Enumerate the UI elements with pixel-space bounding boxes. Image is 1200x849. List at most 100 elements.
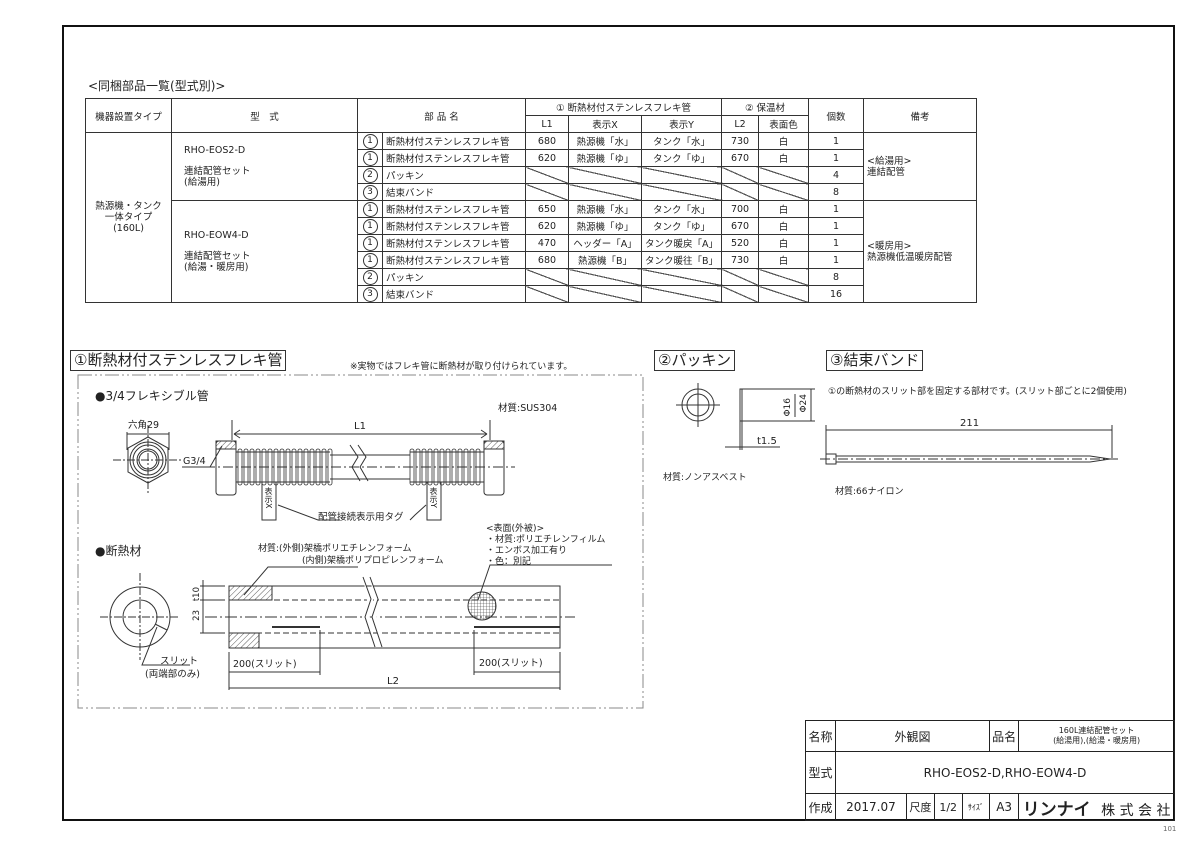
thread-label: G3/4 — [183, 456, 206, 467]
size-value: A3 — [989, 793, 1020, 821]
set-name: 連結配管セット (給湯・暖房用) — [184, 251, 251, 273]
part-number-badge: 1 — [362, 150, 378, 166]
name-label: 名称 — [805, 720, 836, 752]
part-number-badge: 2 — [362, 269, 378, 285]
slit-label: スリット — [160, 656, 199, 667]
tag-x: 表示X — [264, 487, 273, 509]
color-cell — [758, 268, 810, 286]
part-number-badge: 1 — [362, 218, 378, 234]
part-number-badge: 1 — [362, 252, 378, 268]
qty-cell: 16 — [808, 285, 865, 303]
part-number-badge: 2 — [362, 167, 378, 183]
x-cell — [568, 268, 642, 286]
tag-y: 表示Y — [429, 487, 438, 508]
section1-title: ①断熱材付ステンレスフレキ管 — [70, 350, 287, 371]
dim-t10: t10 — [192, 587, 202, 602]
model-number: RHO-EOS2-D — [184, 145, 246, 156]
set-name: 連結配管セット (給湯用) — [184, 166, 251, 188]
part-number-cell: 1 — [357, 251, 383, 269]
y-cell — [640, 183, 723, 201]
insul-heading: ●断熱材 — [95, 544, 142, 558]
packing-thickness: t1.5 — [757, 436, 777, 447]
product-value: 160L連結配管セット (給湯用),(給湯・暖房用) — [1018, 720, 1175, 752]
model-cell: RHO-EOW4-D 連結配管セット (給湯・暖房用) — [171, 200, 358, 303]
header-surface-color: 表面色 — [758, 115, 810, 133]
header-remarks: 備考 — [863, 98, 978, 133]
scale-label: 尺度 — [905, 793, 935, 821]
y-cell — [640, 268, 723, 286]
remarks-cell: <暖房用> 熱源機低温暖房配管 — [863, 200, 978, 303]
parts-list-title: <同梱部品一覧(型式別)> — [88, 79, 226, 93]
part-number-cell: 1 — [357, 149, 383, 167]
model-label: 型式 — [805, 751, 836, 794]
color-cell — [758, 166, 810, 184]
section3-title: ③結束バンド — [826, 350, 924, 371]
name-value: 外観図 — [834, 720, 991, 752]
company-suffix: 株 式 会 社 — [1101, 802, 1171, 819]
slit-right-dimension: 200(スリット) — [479, 658, 543, 669]
insul-material-inner: (内側)架橋ポリプロピレンフォーム — [302, 556, 444, 566]
title-block: 名称 外観図 品名 160L連結配管セット (給湯用),(給湯・暖房用) 型式 … — [805, 720, 1176, 821]
scale-value: 1/2 — [933, 793, 963, 821]
install-type-cell: 熱源機・タンク 一体タイプ (160L) — [85, 132, 172, 303]
product-label: 品名 — [989, 720, 1020, 752]
part-number-badge: 1 — [362, 133, 378, 149]
parts-table: 機器設置タイプ 型 式 部 品 名 ① 断熱材付ステンレスフレキ管 ② 保温材 … — [85, 98, 978, 303]
surface-item-1: ・材質:ポリエチレンフィルム — [486, 535, 606, 545]
slit-left-dimension: 200(スリット) — [233, 659, 297, 670]
flex-material: 材質:SUS304 — [498, 403, 558, 414]
insul-material-outer: 材質:(外側)架橋ポリエチレンフォーム — [258, 544, 412, 554]
surface-item-3: ・色：別記 — [486, 557, 532, 567]
model-value: RHO-EOS2-D,RHO-EOW4-D — [834, 751, 1176, 794]
section2-title: ②パッキン — [654, 350, 735, 371]
surface-item-2: ・エンボス加工有り — [486, 546, 568, 556]
l2-dimension: L2 — [387, 676, 399, 687]
company-logo: リンナイ — [1022, 799, 1091, 820]
company-name: リンナイ 株 式 会 社 — [1018, 793, 1175, 821]
l1-dimension: L1 — [354, 421, 366, 432]
part-number-badge: 1 — [362, 235, 378, 251]
product-value-line-2: (給湯用),(給湯・暖房用) — [1053, 736, 1141, 745]
model-number: RHO-EOW4-D — [184, 230, 249, 241]
l1-cell — [525, 285, 569, 303]
surface-title: <表面(外被)> — [486, 524, 545, 534]
remarks-cell: <給湯用> 連結配管 — [863, 132, 978, 201]
cable-tie-length: 211 — [960, 418, 980, 429]
size-label: ｻｲｽﾞ — [961, 793, 991, 821]
part-number-cell: 3 — [357, 285, 383, 303]
model-cell: RHO-EOS2-D 連結配管セット (給湯用) — [171, 132, 358, 201]
created-value: 2017.07 — [834, 793, 907, 821]
part-number-badge: 3 — [362, 286, 378, 302]
dim-23: 23 — [192, 610, 202, 621]
packing-material: 材質:ノンアスベスト — [663, 473, 747, 483]
l2-cell — [721, 285, 760, 303]
section1-note: ※実物ではフレキ管に断熱材が取り付けられています。 — [350, 362, 573, 372]
product-value-line-1: 160L連結配管セット — [1058, 726, 1135, 735]
drawing-frame — [62, 25, 1175, 821]
slit-note: (両端部のみ) — [145, 669, 200, 680]
cable-tie-note: ①の断熱材のスリット部を固定する部材です。(スリット部ごとに2個使用) — [828, 387, 1127, 397]
cable-tie-material: 材質:66ナイロン — [835, 487, 904, 497]
color-cell — [758, 183, 810, 201]
part-number-badge: 1 — [362, 201, 378, 217]
part-number-cell: 2 — [357, 166, 383, 184]
x-cell — [568, 166, 642, 184]
packing-dim-d16: Φ16 — [783, 398, 793, 417]
flex-heading: ●3/4フレキシブル管 — [95, 389, 209, 403]
page-number: 101 — [1163, 825, 1177, 833]
created-label: 作成 — [805, 793, 836, 821]
part-number-badge: 3 — [362, 184, 378, 200]
y-cell — [640, 285, 723, 303]
hex-size-label: 六角29 — [128, 420, 160, 431]
tag-label: 配管接続表示用タグ — [318, 512, 404, 523]
header-install-type: 機器設置タイプ — [85, 98, 172, 133]
packing-dim-d24: Φ24 — [799, 394, 809, 413]
table-row: 熱源機・タンク 一体タイプ (160L) RHO-EOS2-D 連結配管セット (給… — [85, 132, 978, 303]
x-cell — [568, 285, 642, 303]
